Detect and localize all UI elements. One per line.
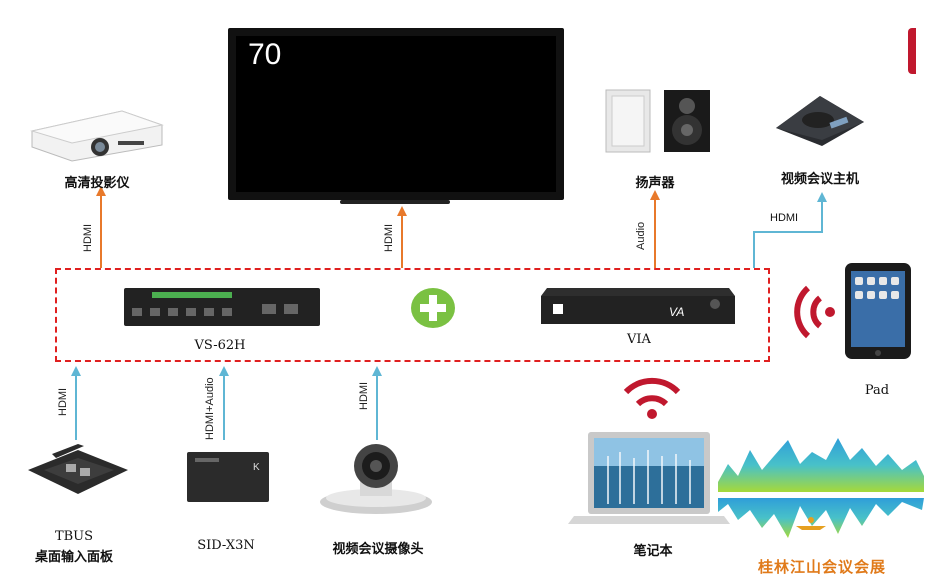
- projector-icon: [30, 110, 164, 162]
- camera-arrow-head: [372, 366, 382, 376]
- speaker-link-label: Audio: [635, 221, 647, 250]
- tv-size-text: 70: [248, 38, 282, 71]
- tv-screen: [236, 36, 556, 192]
- sid-x3n-device-icon: K: [187, 452, 269, 502]
- sid-link-label: HDMI+Audio: [204, 377, 216, 440]
- via-label: VIA: [627, 332, 651, 347]
- camera-link-label: HDMI: [358, 381, 370, 410]
- pad-label: Pad: [864, 383, 890, 398]
- tbus-panel-icon: [28, 444, 128, 494]
- system-box: [55, 268, 770, 362]
- conference-host-label: 视频会议主机: [780, 172, 859, 187]
- svg-text:VA: VA: [669, 305, 684, 319]
- conf-arrow: [753, 198, 823, 268]
- vs62h-label: VS-62H: [194, 338, 246, 353]
- corner-accent: [908, 28, 916, 74]
- camera-label: 视频会议摄像头: [332, 542, 424, 557]
- plus-icon: [411, 288, 455, 328]
- conf-arrow-head: [817, 192, 827, 202]
- projector-link-label: HDMI: [82, 223, 94, 252]
- wifi-pad-icon: [794, 285, 835, 339]
- vs62h-device-icon: [124, 288, 320, 326]
- tbus-label-line2: 桌面输入面板: [34, 550, 113, 565]
- projector-label: 高清投影仪: [64, 176, 130, 191]
- tbus-label-line1: TBUS: [54, 529, 94, 544]
- tablet-icon: [845, 263, 911, 359]
- via-device-icon: VA: [541, 288, 735, 324]
- laptop-label: 笔记本: [633, 544, 673, 559]
- conference-phone-icon: [776, 96, 864, 146]
- laptop-icon: [568, 432, 730, 524]
- wifi-laptop-icon: [623, 377, 681, 419]
- tv-link-label: HDMI: [383, 223, 395, 252]
- watermark-text: 桂林江山会议会展: [757, 558, 886, 576]
- speaker-arrow-head: [650, 190, 660, 200]
- tbus-link-label: HDMI: [57, 387, 69, 416]
- conf-link-label: HDMI: [770, 212, 799, 224]
- tbus-arrow-head: [71, 366, 81, 376]
- svg-text:K: K: [253, 462, 260, 473]
- tv-stand: [340, 200, 450, 204]
- watermark-logo: [718, 438, 924, 538]
- speaker-icon: [605, 89, 710, 153]
- sid-x3n-label: SID-X3N: [197, 538, 255, 553]
- projector-arrow-head: [96, 186, 106, 196]
- camera-icon: [320, 444, 432, 514]
- sid-arrow-head: [219, 366, 229, 376]
- speaker-label: 扬声器: [635, 176, 675, 191]
- tv-arrow-head: [397, 206, 407, 216]
